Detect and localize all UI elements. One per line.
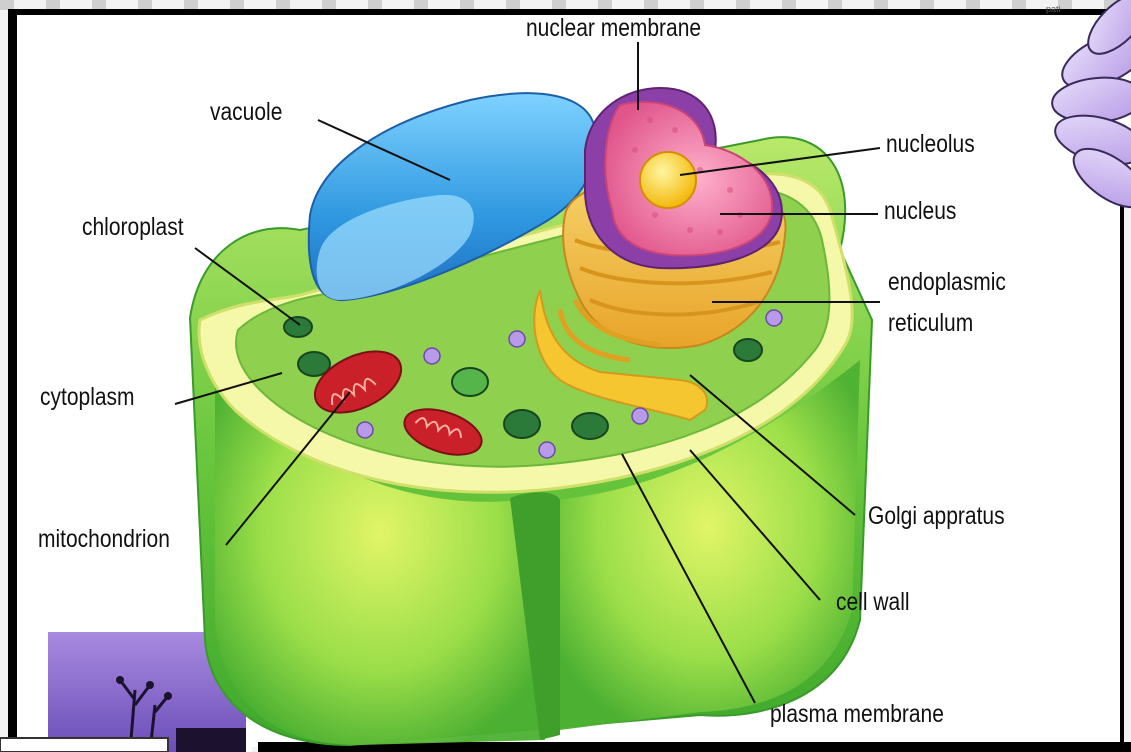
label-cytoplasm: cytoplasm	[40, 385, 135, 410]
label-chloroplast: chloroplast	[82, 215, 184, 240]
label-golgi-apparatus: Golgi appratus	[868, 504, 1005, 529]
nucleolus	[640, 152, 696, 208]
label-reticulum: reticulum	[888, 311, 973, 336]
label-endoplasmic: endoplasmic	[888, 270, 1006, 295]
label-cell-wall: cell wall	[836, 590, 910, 615]
label-vacuole: vacuole	[210, 100, 282, 125]
label-nuclear-membrane: nuclear membrane	[526, 16, 701, 41]
label-nucleus: nucleus	[884, 199, 956, 224]
label-mitochondrion: mitochondrion	[38, 527, 170, 552]
label-nucleolus: nucleolus	[886, 132, 975, 157]
flower-decoration	[1050, 0, 1131, 218]
label-plasma-membrane: plasma membrane	[770, 702, 944, 727]
